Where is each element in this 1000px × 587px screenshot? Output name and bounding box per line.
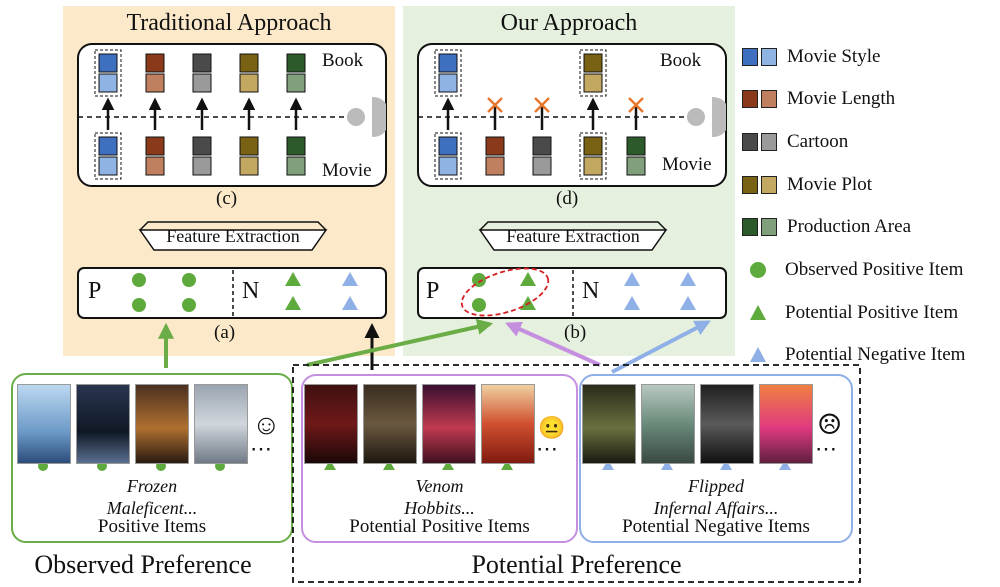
green-triangle-icon [750, 305, 766, 320]
poster-maleficent [76, 384, 130, 464]
potneg-markers [602, 460, 791, 470]
sad-face-icon: ☹ [817, 410, 843, 441]
panel-c-movie-label: Movie [322, 160, 372, 181]
box-a-n-label: N [242, 278, 260, 304]
panel-a-label: (a) [214, 322, 236, 343]
legend-potential-negative: Potential Negative Item [742, 343, 965, 367]
poster-infernal-affairs [641, 384, 695, 464]
feature-extraction-c-label: Feature Extraction [166, 226, 300, 246]
panel-c-transfer-arrows [101, 97, 303, 130]
our-approach-title: Our Approach [500, 10, 638, 36]
movie-plot-swatch [742, 176, 777, 194]
potential-preference-caption: Potential Preference [471, 550, 682, 579]
legend-label: Cartoon [787, 131, 849, 152]
poster-movie-7 [422, 384, 476, 464]
arrow-observed-to-b [306, 318, 494, 367]
box-b-n-label: N [582, 278, 600, 304]
potpos-titles-line2: Hobbits... [404, 498, 475, 518]
feature-extraction-d-label: Feature Extraction [506, 226, 640, 246]
legend-label: Movie Length [787, 88, 896, 109]
blue-triangle-icon [750, 347, 766, 362]
highlight-ellipse [460, 267, 550, 317]
panel-d-movie-label: Movie [662, 154, 712, 175]
traditional-title: Traditional Approach [126, 10, 332, 36]
legend-movie-style: Movie Style [742, 45, 880, 69]
circle-icon [750, 262, 766, 278]
poster-frozen [17, 384, 71, 464]
legend-label: Movie Plot [787, 174, 872, 195]
pn-box-b [417, 267, 727, 319]
panel-d-transfer-arrows [441, 97, 638, 130]
legend-movie-plot: Movie Plot [742, 173, 872, 197]
feature-extraction-d-shape [478, 229, 668, 251]
poster-movie-12 [759, 384, 813, 464]
arrow-potpos-to-b [505, 321, 601, 367]
legend-observed-positive: Observed Positive Item [742, 258, 963, 282]
poster-flipped [582, 384, 636, 464]
poster-movie-4 [194, 384, 248, 464]
potneg-group-name: Potential Negative Items [622, 516, 810, 537]
observed-titles-line1: Frozen [126, 476, 178, 496]
panel-d-movie-blocks [434, 132, 646, 180]
arrow-potneg-to-b [611, 320, 711, 374]
panel-c-book-label: Book [322, 50, 364, 71]
legend-label: Production Area [787, 216, 912, 237]
legend-movie-length: Movie Length [742, 87, 895, 111]
panel-b-label: (b) [564, 322, 587, 343]
potneg-titles-line1: Flipped [688, 476, 744, 496]
panel-c-movie-blocks [94, 132, 306, 180]
poster-movie-8 [481, 384, 535, 464]
legend-label: Observed Positive Item [785, 259, 964, 280]
panel-d-book-label: Book [660, 50, 702, 71]
box-b-observed-positive [472, 273, 486, 312]
box-a-observed-positive [132, 273, 196, 312]
pn-box-a [77, 267, 387, 319]
cartoon-swatch [742, 133, 777, 151]
legend-potential-positive: Potential Positive Item [742, 301, 958, 325]
happy-face-icon: ☺ [252, 410, 281, 441]
box-b-potential-negative [624, 272, 696, 310]
potential-dashed-box [292, 364, 861, 583]
poster-movie-11 [700, 384, 754, 464]
potpos-markers [324, 460, 513, 470]
poster-venom [304, 384, 358, 464]
box-a-potential-negative [342, 272, 358, 310]
blocked-cross-icons [487, 97, 644, 113]
observed-group-name: Positive Items [97, 516, 207, 537]
feature-extraction-c-shape [138, 229, 328, 251]
movie-style-swatch [742, 48, 777, 66]
panel-d-label: (d) [556, 188, 579, 209]
legend-label: Potential Positive Item [785, 302, 959, 323]
ellipsis-icon: ⋯ [815, 436, 838, 461]
movie-length-swatch [742, 90, 777, 108]
legend-label: Potential Negative Item [785, 344, 966, 365]
legend-label: Movie Style [787, 46, 881, 67]
box-b-p-label: P [426, 278, 440, 304]
ellipsis-icon: ⋯ [536, 436, 559, 461]
box-a-p-label: P [88, 278, 102, 304]
potneg-titles-line2: Infernal Affairs... [653, 498, 779, 518]
potpos-group-name: Potential Positive Items [349, 516, 530, 537]
legend-production-area: Production Area [742, 215, 911, 239]
neutral-face-icon: 😐 [538, 415, 566, 440]
box-a-potential-positive [285, 272, 301, 310]
legend-cartoon: Cartoon [742, 130, 848, 154]
panel-c-book-blocks [94, 49, 306, 97]
observed-titles-line2: Maleficent... [106, 498, 198, 518]
poster-movie-3 [135, 384, 189, 464]
observed-preference-caption: Observed Preference [34, 550, 252, 579]
production-area-swatch [742, 218, 777, 236]
ellipsis-icon: ⋯ [250, 436, 273, 461]
potpos-titles-line1: Venom [415, 476, 464, 496]
poster-hobbits [363, 384, 417, 464]
panel-c-label: (c) [216, 188, 238, 209]
panel-d-book-blocks [434, 49, 607, 97]
